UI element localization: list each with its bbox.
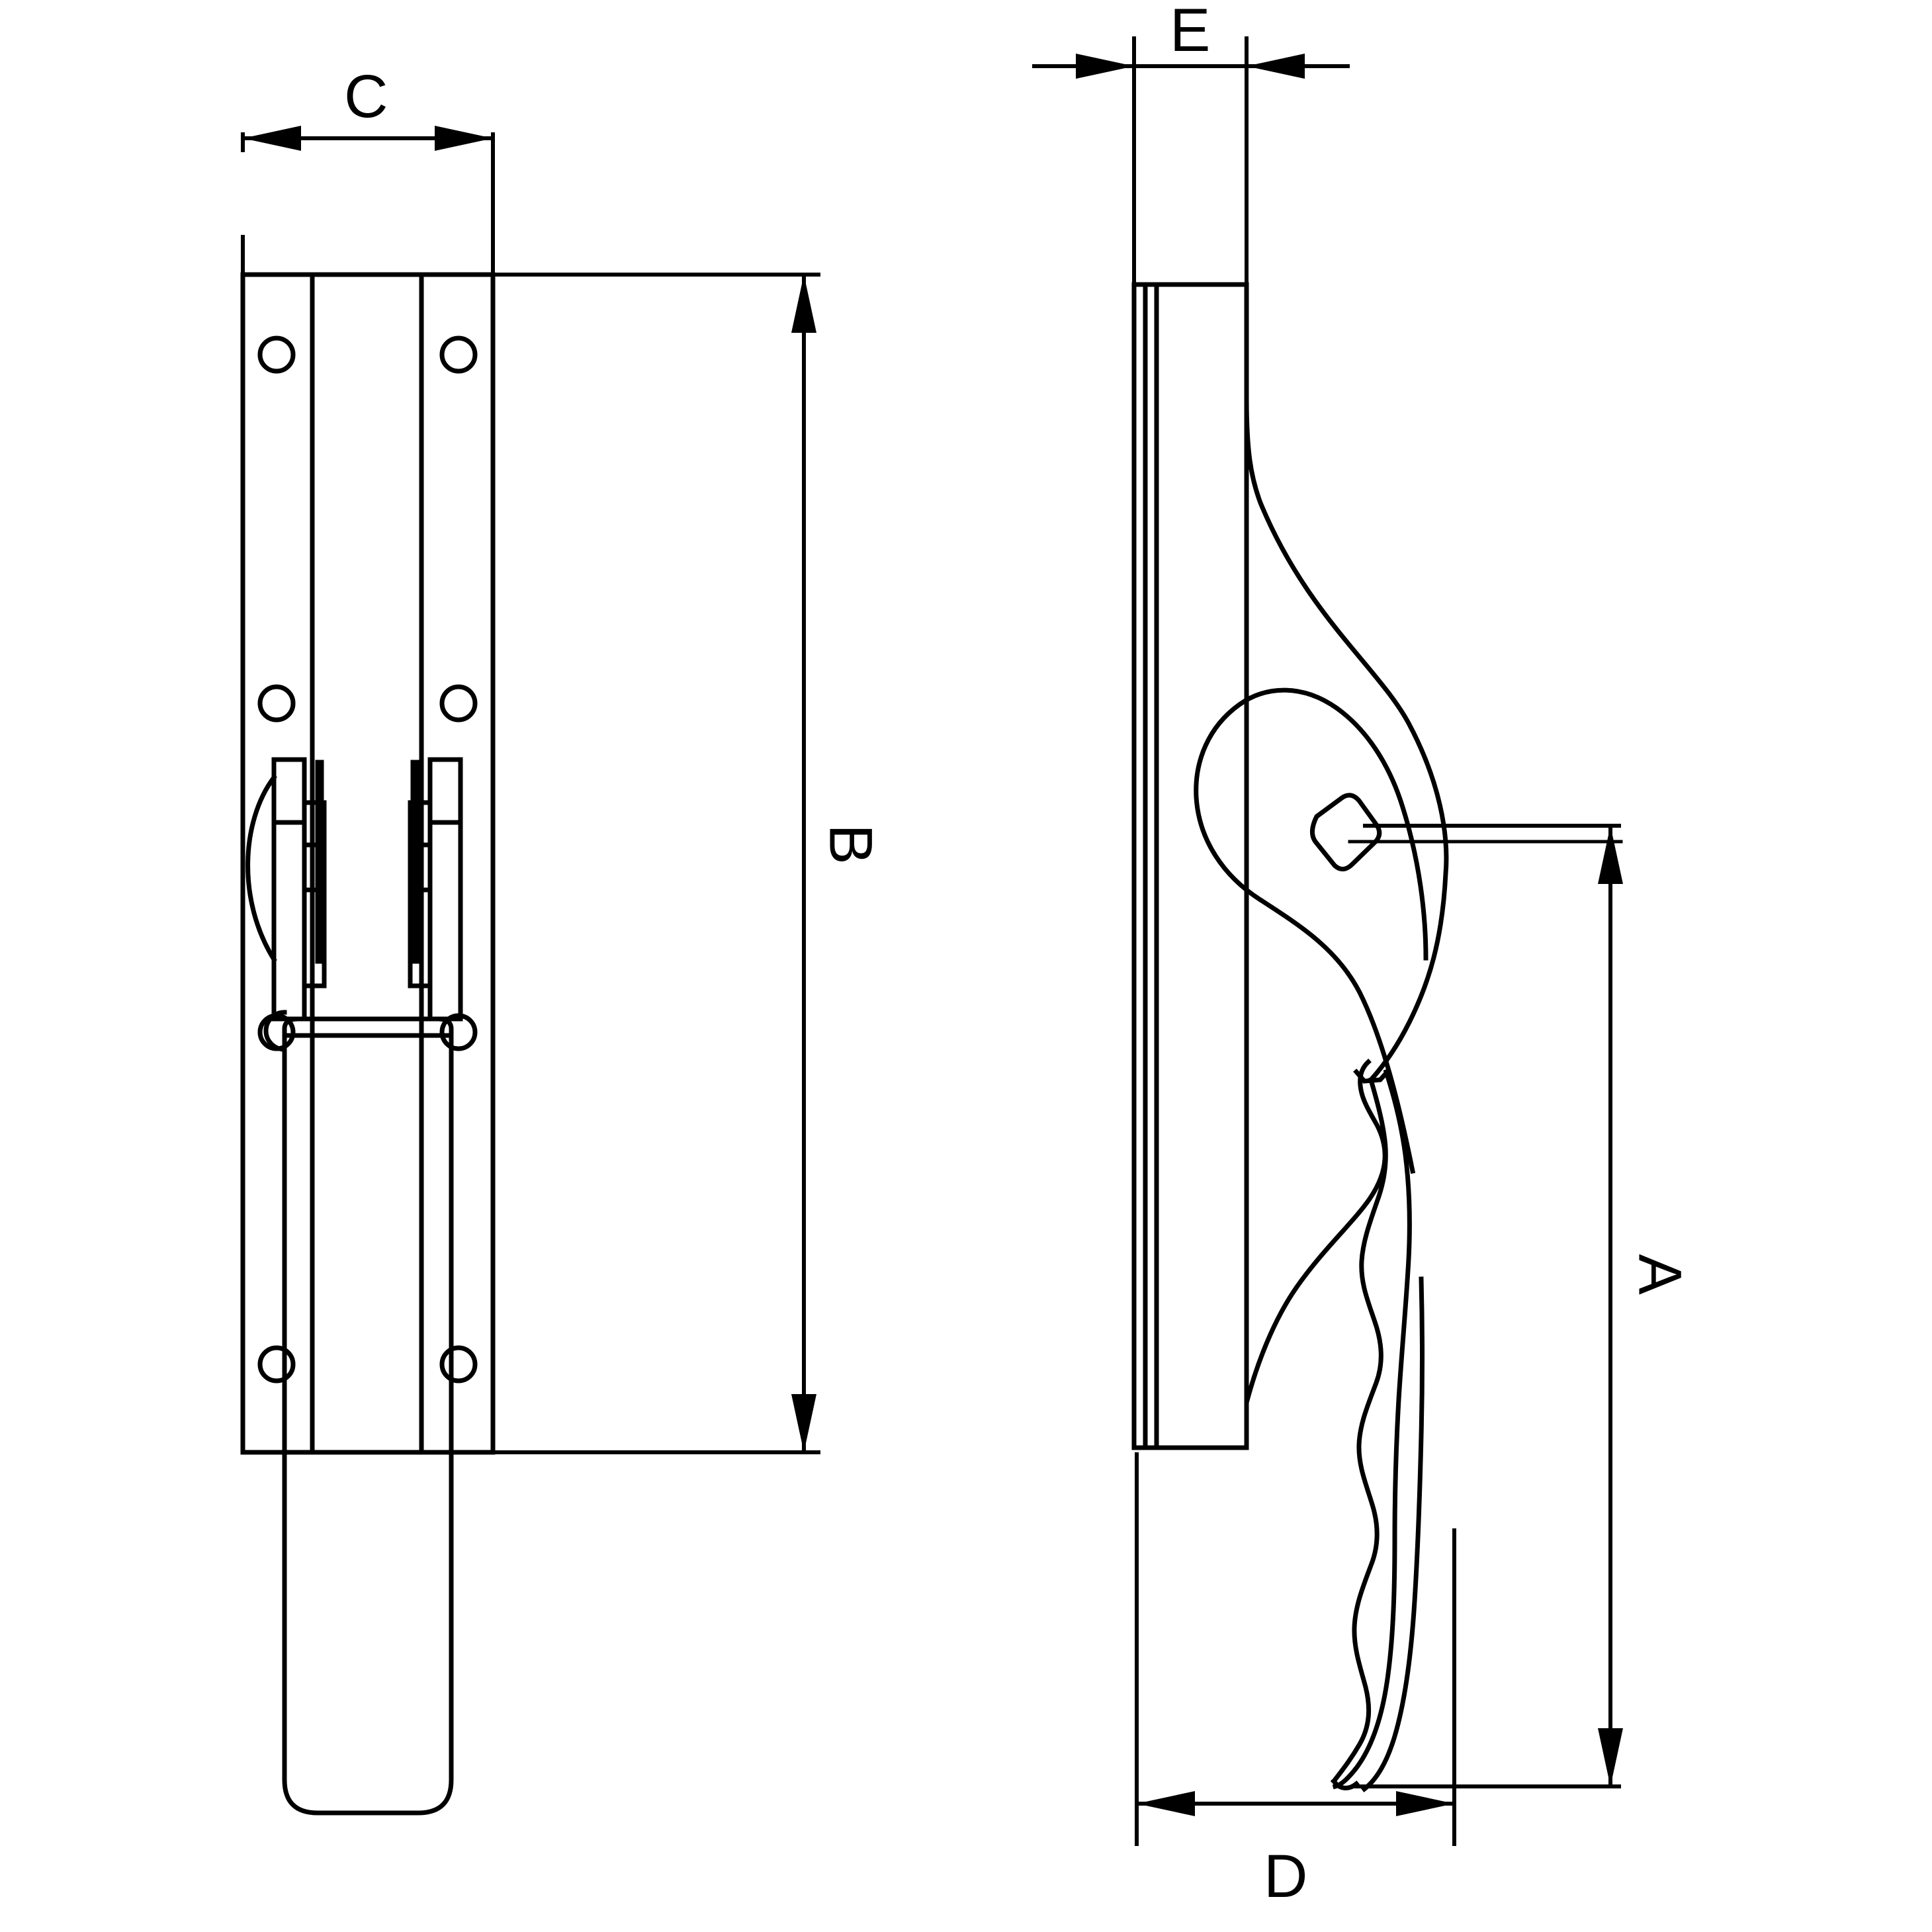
- dimension-c-group: [241, 132, 495, 278]
- hinge-knuckle-left-outer: [271, 757, 307, 1022]
- handle-upper-rear-curve: [1244, 285, 1449, 1083]
- dim-a-arrowhead-bottom: [1598, 1728, 1623, 1786]
- dim-c-arrowhead-right: [435, 126, 493, 151]
- handle-front-body: [282, 1016, 454, 1816]
- dimension-label-a: A: [1626, 1254, 1694, 1295]
- dim-e-arrowhead-right: [1247, 54, 1305, 79]
- dim-e-arrowhead-left: [1076, 54, 1134, 79]
- handle-cam-notch: [1353, 1069, 1389, 1084]
- screw-hole-top-right: [439, 335, 478, 374]
- hinge-knuckle-right-outer: [427, 757, 463, 1022]
- dim-c-arrowhead-left: [243, 126, 301, 151]
- dimension-label-c: C: [344, 63, 388, 130]
- handle-lower-front-edge: [1244, 1059, 1387, 1450]
- hinge-knuckle-right-inner: [408, 800, 433, 988]
- dimension-label-d: D: [1264, 1843, 1308, 1910]
- dim-d-arrowhead-left: [1137, 1791, 1195, 1816]
- dim-d-arrowhead-right: [1396, 1791, 1454, 1816]
- handle-rear-relief-line: [1361, 1276, 1425, 1792]
- plate-notch-left: [263, 1010, 287, 1052]
- dim-a-arrowhead-top: [1598, 826, 1623, 884]
- dimension-label-b: B: [816, 824, 885, 865]
- dimension-b-arrows: [791, 275, 816, 1452]
- dimension-b-group: [493, 273, 820, 1454]
- screw-hole-bottom-left: [257, 1345, 296, 1383]
- dimension-a-group: [1354, 824, 1621, 1788]
- front-view-group: [240, 272, 496, 1816]
- screw-hole-upper-mid-left: [257, 684, 296, 723]
- dimension-label-e: E: [1170, 0, 1211, 64]
- dimension-d-arrows: [1137, 1791, 1454, 1816]
- dimension-c-arrows: [243, 126, 493, 151]
- handle-lower-rear-edge: [1332, 1069, 1412, 1790]
- handle-grip-scallop-line: [1331, 1076, 1388, 1784]
- screw-hole-top-left: [257, 335, 296, 374]
- pivot-square-hole: [1310, 793, 1382, 871]
- side-backplate-outline: [1131, 282, 1249, 1450]
- dim-b-arrowhead-top: [791, 275, 816, 333]
- dimension-e-arrows: [1076, 54, 1305, 79]
- screw-hole-bottom-right: [439, 1345, 478, 1383]
- pivot-cam-lobe-outline: [1194, 687, 1428, 1174]
- side-view-group: [1131, 282, 1623, 1792]
- backplate-outline: [240, 272, 496, 1455]
- screw-hole-upper-mid-right: [439, 684, 478, 723]
- hinge-spring-arc-left: [245, 774, 277, 963]
- dimension-a-arrows: [1598, 826, 1623, 1786]
- dim-b-arrowhead-bottom: [791, 1394, 816, 1452]
